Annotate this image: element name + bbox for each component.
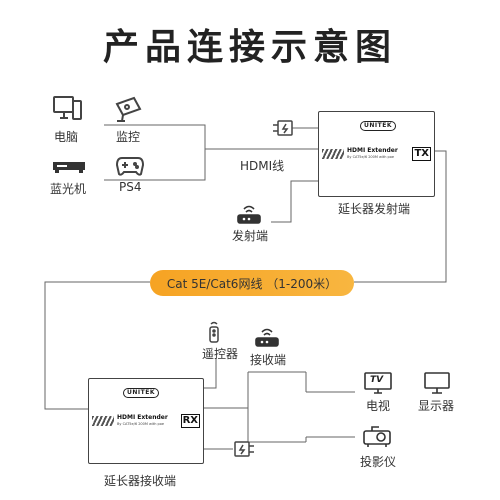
receiver-label: 延长器接收端 — [104, 474, 177, 488]
gamepad-icon — [115, 153, 145, 181]
computer-icon — [53, 96, 83, 126]
cable-pill: Cat 5E/Cat6网线 （1-200米） — [150, 270, 354, 296]
transmitter-model-sub: By CAT5e/6 200M with poe — [347, 155, 395, 159]
receiver-faceplate: HDMI Extender By CAT5e/6 200M with poe R… — [92, 414, 200, 428]
receiver-brand: UNITEK — [123, 388, 159, 398]
transmitter-device: UNITEK HDMI Extender By CAT5e/6 200M wit… — [318, 111, 435, 197]
transmitter-label: 延长器发射端 — [338, 202, 411, 216]
tv-label: 电视 — [366, 399, 391, 413]
rx-power-adapter-icon — [233, 440, 255, 462]
receiver-model-sub: By CAT5e/6 200M with poe — [117, 422, 165, 426]
receiver-code: RX — [180, 414, 200, 428]
receiver-antenna-icon — [254, 326, 280, 352]
display-label: 显示器 — [418, 399, 455, 413]
remote-label: 遥控器 — [202, 347, 239, 361]
display-icon — [424, 372, 450, 398]
source-line-bottom — [104, 149, 206, 181]
cable-to-rx-line — [44, 281, 150, 410]
transmitter-antenna-icon — [236, 203, 262, 229]
transmitter-model: HDMI Extender — [347, 147, 398, 154]
security-camera-icon — [114, 95, 144, 127]
receiver-model: HDMI Extender — [117, 414, 168, 421]
tx-antenna-label: 发射端 — [232, 229, 269, 243]
page-title: 产品连接示意图 — [102, 27, 397, 68]
monitoring-label: 监控 — [116, 130, 141, 144]
tx-antenna-line — [271, 180, 318, 223]
transmitter-faceplate: HDMI Extender By CAT5e/6 200M with poe T… — [322, 147, 431, 161]
tx-to-cable-line — [354, 150, 447, 283]
source-line-top — [104, 124, 318, 150]
remote-control-icon — [207, 321, 221, 347]
bluray-player-icon — [52, 157, 86, 179]
transmitter-code: TX — [412, 147, 431, 161]
tv-icon-text: TV — [370, 375, 384, 385]
tv-icon: TV — [364, 372, 392, 398]
computer-label: 电脑 — [54, 130, 79, 144]
rx-antenna-label: 接收端 — [250, 353, 287, 367]
bluray-label: 蓝光机 — [50, 182, 87, 196]
receiver-device: UNITEK HDMI Extender By CAT5e/6 200M wit… — [88, 378, 204, 464]
projector-label: 投影仪 — [360, 455, 397, 469]
power-adapter-icon — [272, 119, 294, 141]
hdmi-line-label: HDMI线 — [240, 159, 285, 173]
transmitter-brand: UNITEK — [360, 121, 396, 131]
ps4-label: PS4 — [119, 180, 142, 194]
projector-icon — [362, 424, 392, 452]
rx-antenna-line — [202, 358, 217, 389]
